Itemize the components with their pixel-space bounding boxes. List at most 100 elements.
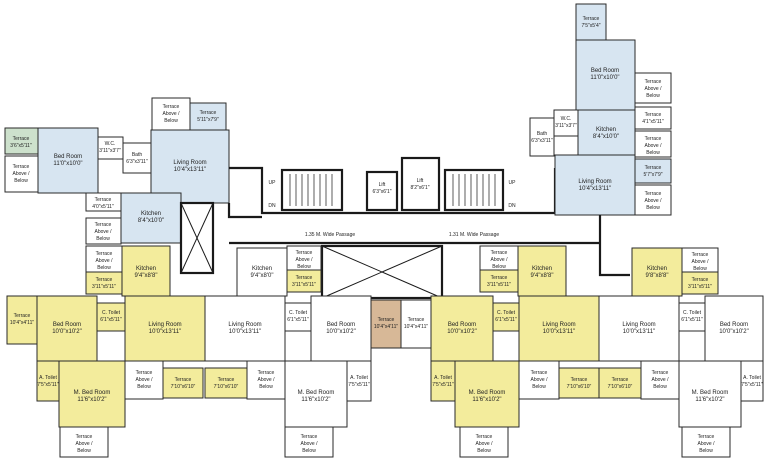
kitchen [121, 245, 171, 297]
void-cross [321, 245, 443, 299]
terrace-above-below [640, 360, 680, 400]
kitchen [517, 245, 567, 297]
room-size: 6'3"x3'11" [126, 159, 148, 165]
terrace-size: 3'11"x5'11" [92, 284, 116, 290]
terrace-above-label: Above / [76, 441, 94, 447]
room-size: 11'0"x10'0" [590, 75, 619, 81]
terrace-above-label: Above / [491, 257, 509, 263]
terrace-label: Terrace [645, 112, 662, 118]
room-size: 10'0"x10'2" [447, 329, 477, 335]
terrace-above-below [124, 360, 164, 400]
kitchen [631, 247, 683, 297]
room-name: Bed Room [448, 322, 476, 328]
room-size: 7'5"x5'11" [432, 382, 454, 388]
terrace-above-label: Terrace [491, 250, 508, 256]
terrace-above-label: Terrace [76, 434, 93, 440]
room-name: Bath [132, 152, 143, 158]
terrace-above-below [634, 72, 672, 104]
terrace-above-label: Below [259, 384, 273, 390]
terrace-above-label: Terrace [95, 222, 112, 228]
stair-up-label: UP [269, 180, 277, 186]
room-name: Kitchen [136, 266, 156, 272]
terrace-above-label: Terrace [645, 79, 662, 85]
room-size: 10'4"x13'11" [579, 186, 611, 192]
terrace-above-label: Above / [531, 377, 549, 383]
room-size: 11'6"x10'2" [301, 397, 330, 403]
lift-label: Lift [417, 178, 424, 184]
living-room [124, 295, 206, 362]
core-upper-wall [229, 166, 557, 215]
terrace-small [85, 271, 123, 295]
terrace-yellow [598, 367, 642, 399]
terrace-size: 4'1"x5'11" [642, 119, 664, 125]
room-name: W.C. [105, 141, 116, 147]
core: UP DN Lift 6'3"x6'1" Lift 8'2"x6'1" UP D… [227, 156, 600, 300]
terrace-size: 3'11"x5'11" [688, 284, 712, 290]
terrace-label: Terrace [612, 377, 629, 383]
room-size: 10'0"x10'2" [52, 329, 82, 335]
terrace-above-label: Terrace [645, 191, 662, 197]
room-size: 10'0"x10'2" [326, 329, 356, 335]
terrace-size: 3'11"x5'11" [292, 282, 316, 288]
terrace-above-label: Below [646, 150, 660, 156]
room-name: A. Toilet [39, 375, 57, 381]
room-name: Kitchen [596, 127, 616, 133]
terrace-above-label: Terrace [296, 250, 313, 256]
terrace-yellow [204, 367, 248, 399]
master-bed-room [58, 360, 126, 428]
room-name: M. Bed Room [469, 390, 506, 396]
terrace-label: Terrace [491, 275, 508, 281]
room-name: Kitchen [252, 266, 272, 272]
kitchen [236, 247, 288, 297]
terrace-size: 10'4"x4'11" [10, 320, 34, 326]
bed-room [37, 127, 99, 194]
living-room [150, 129, 230, 204]
terrace-label: Terrace [408, 317, 425, 323]
terrace-above-label: Terrace [652, 370, 669, 376]
c-toilet [284, 302, 312, 332]
terrace-above-label: Below [646, 93, 660, 99]
room-size: 3'11"x3'7" [555, 123, 577, 129]
room-size: 9'4"x8'0" [251, 273, 274, 279]
core-wall [227, 203, 262, 219]
room-size: 7'5"x5'11" [37, 382, 59, 388]
lift-right [400, 156, 441, 212]
room-size: 11'6"x10'2" [472, 397, 501, 403]
terrace-label: Terrace [296, 275, 313, 281]
terrace-size: 7'10"x6'10" [567, 384, 592, 390]
room-name: W.C. [561, 116, 572, 122]
lift-size: 6'3"x6'1" [372, 189, 391, 195]
passage-label-right: 1.31 M. Wide Passage [449, 232, 500, 238]
room-size: 8'4"x10'0" [138, 218, 164, 224]
terrace-label: Terrace [378, 317, 395, 323]
room-size: 11'6"x10'2" [695, 397, 724, 403]
terrace-label: Terrace [13, 136, 30, 142]
terrace-above-label: Terrace [13, 164, 30, 170]
room-name: Bed Room [54, 154, 82, 160]
terrace-above-label: Below [297, 264, 311, 270]
duct-shaft [179, 201, 215, 275]
terrace-above-label: Terrace [301, 434, 318, 440]
terrace-above-below [59, 426, 109, 458]
top-left-flat: Terrace 3'6"x5'11" Terrace Above / Below… [4, 97, 230, 275]
terrace-label: Terrace [175, 377, 192, 383]
terrace-above-label: Below [14, 178, 28, 184]
room-size: 10'0"x13'11" [149, 329, 181, 335]
terrace-above-label: Above / [692, 259, 710, 265]
terrace-above-label: Terrace [531, 370, 548, 376]
bed-room [704, 295, 764, 362]
terrace-above-label: Terrace [163, 104, 180, 110]
terrace-label: Terrace [200, 110, 217, 116]
terrace-tan [370, 299, 402, 349]
room-name: Bed Room [327, 322, 355, 328]
terrace-yellow [558, 367, 600, 399]
flat-wall [598, 215, 630, 277]
terrace-size: 10'4"x4'11" [374, 324, 398, 330]
terrace-above-label: Above / [698, 441, 716, 447]
terrace-top-left [4, 127, 39, 155]
terrace-b [634, 158, 672, 184]
room-name: Bed Room [720, 322, 748, 328]
terrace-above-label: Above / [476, 441, 494, 447]
